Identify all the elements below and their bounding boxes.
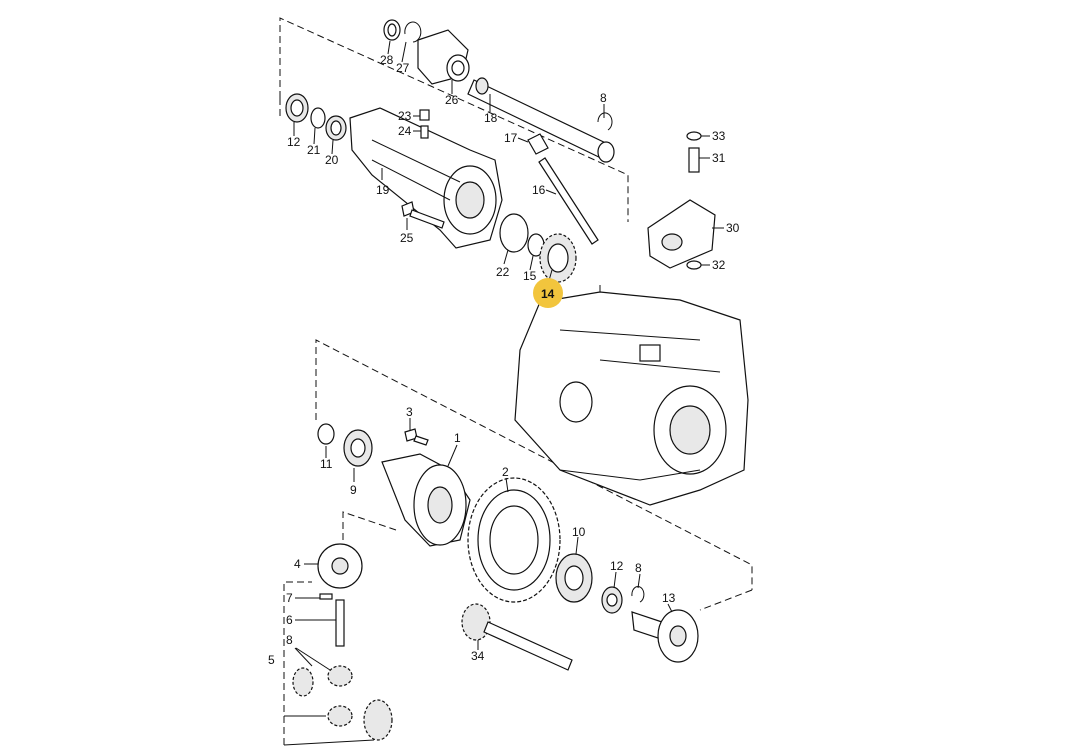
- washer-part-33: [686, 131, 702, 141]
- callout-32: 32: [712, 258, 726, 272]
- flange-part-26: [417, 29, 470, 85]
- pinion-shaft-part-34: [461, 603, 573, 671]
- callout-30: 30: [726, 221, 740, 235]
- callout-labels: 28 27 26 18 8 12 21 20 23 24 19 17 16 25…: [268, 53, 740, 667]
- bearing-part-20: [325, 115, 347, 141]
- cap-part-28: [383, 19, 401, 41]
- valve-part-31: [688, 147, 700, 173]
- pin-part-24: [420, 125, 429, 139]
- callout-11: 11: [320, 457, 333, 471]
- differential-frame: [283, 511, 397, 745]
- callout-8-upper: 8: [600, 91, 607, 105]
- housing-part-19: [349, 107, 503, 249]
- callout-1: 1: [454, 431, 461, 445]
- ring-gear-part-2: [467, 477, 561, 603]
- seal-part-22: [499, 213, 529, 253]
- circlip-part-27: [404, 21, 422, 43]
- differential-cage-part-4: [317, 543, 363, 589]
- ring-part-11: [317, 423, 335, 445]
- differential-housing-part-1: [381, 453, 471, 547]
- callout-34: 34: [471, 649, 485, 663]
- highlight-marker: [533, 278, 563, 308]
- gear-part-8-differential: [292, 665, 353, 697]
- callout-26: 26: [445, 93, 459, 107]
- bearing-part-12-upper: [285, 93, 309, 123]
- callout-16: 16: [532, 183, 546, 197]
- gearbox-housing: [514, 291, 749, 506]
- callout-31: 31: [712, 151, 726, 165]
- callout-25: 25: [400, 231, 414, 245]
- callout-10: 10: [572, 525, 586, 539]
- callout-3: 3: [406, 405, 413, 419]
- callout-5: 5: [268, 653, 275, 667]
- cover-part-30: [647, 199, 716, 269]
- circlip-part-8-lower: [631, 586, 645, 603]
- callout-19: 19: [376, 183, 390, 197]
- callout-12-upper: 12: [287, 135, 301, 149]
- leader-lines: [283, 40, 724, 746]
- callout-22: 22: [496, 265, 510, 279]
- callout-18: 18: [484, 111, 498, 125]
- bolt-part-25: [401, 201, 445, 229]
- bearing-part-12-lower: [601, 586, 623, 614]
- callout-4: 4: [294, 557, 301, 571]
- callout-24: 24: [398, 124, 412, 138]
- pin-part-7: [319, 593, 333, 600]
- callout-21: 21: [307, 143, 321, 157]
- callout-6: 6: [286, 613, 293, 627]
- upper-group-frame: [279, 17, 629, 295]
- callout-9: 9: [350, 483, 357, 497]
- callout-28: 28: [380, 53, 394, 67]
- flange-part-13: [631, 609, 699, 663]
- circlip-part-8-upper: [597, 112, 613, 131]
- bolt-part-3: [404, 428, 429, 446]
- bearing-part-9: [343, 429, 373, 467]
- callout-8-lower: 8: [635, 561, 642, 575]
- drive-part-17: [527, 133, 549, 155]
- shaft-part-16: [538, 157, 599, 245]
- washer-part-32: [686, 260, 702, 270]
- callout-8-differential: 8: [286, 633, 293, 647]
- callout-17: 17: [504, 131, 518, 145]
- gear-part-14: [539, 233, 577, 283]
- shaft-part-6: [335, 599, 345, 647]
- plug-part-23: [419, 109, 430, 121]
- callout-15: 15: [523, 269, 537, 283]
- callout-33: 33: [712, 129, 726, 143]
- lower-group-frame: [315, 339, 753, 611]
- callout-20: 20: [325, 153, 339, 167]
- bearing-part-10: [555, 553, 593, 603]
- callout-7: 7: [286, 591, 293, 605]
- callout-12-lower: 12: [610, 559, 624, 573]
- shaft-part-18: [467, 77, 615, 163]
- callout-2: 2: [502, 465, 509, 479]
- callout-23: 23: [398, 109, 412, 123]
- callout-14: 14: [541, 287, 555, 301]
- ring-part-21: [310, 107, 326, 129]
- callout-13: 13: [662, 591, 676, 605]
- gear-set-part-5: [327, 699, 393, 741]
- callout-27: 27: [396, 61, 410, 75]
